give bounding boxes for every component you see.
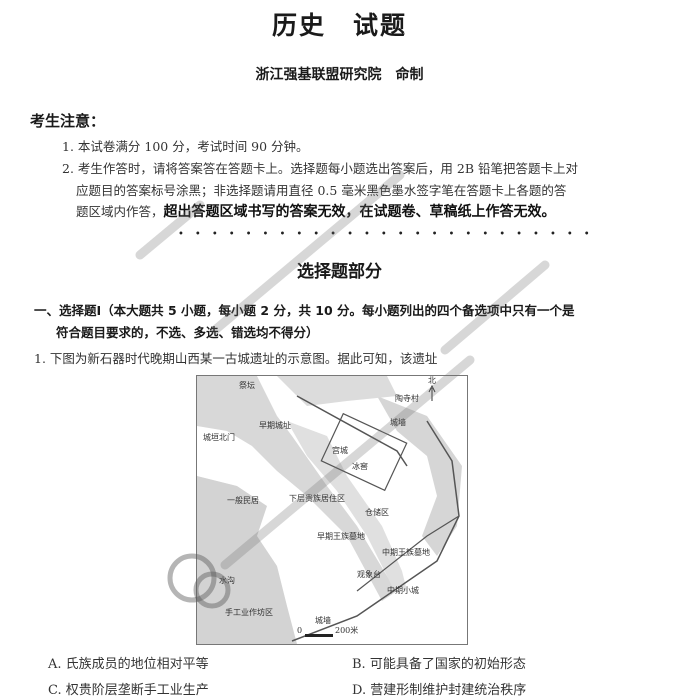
option-b: B. 可能具备了国家的初始形态 <box>352 657 526 672</box>
terrain-southwest <box>197 476 297 644</box>
notice-item-1: 1. 本试卷满分 100 分，考试时间 90 分钟。 <box>62 139 309 154</box>
notice-item-2-cont: 应题目的答案标号涂黑；非选择题请用直径 0.5 毫米黑色墨水签字笔在答题卡上各题… <box>76 183 567 198</box>
label-ice-cellar: 冰窖 <box>352 462 368 471</box>
terrain-west <box>197 376 397 601</box>
label-early-city: 早期城址 <box>259 421 291 430</box>
terrain-east <box>377 396 462 556</box>
mid-city-wall <box>356 515 460 592</box>
early-city-wall <box>296 395 408 467</box>
page-subtitle: 浙江强基联盟研究院 命制 <box>255 67 424 83</box>
notice-item-2-end: 题区域内作答，超出答题区域书写的答案无效，在试题卷、草稿纸上作答无效。 <box>76 201 556 221</box>
label-north-gate: 城垣北门 <box>203 433 235 442</box>
city-wall <box>291 420 460 642</box>
label-village: 陶寺村 <box>395 394 419 403</box>
part-instructions-2: 符合题目要求的，不选、多选、错选均不得分） <box>56 325 319 340</box>
label-altar: 祭坛 <box>239 381 255 390</box>
label-mid-tombs: 中期王族墓地 <box>382 548 430 557</box>
terrain-ravine <box>287 421 407 591</box>
label-palace: 宫城 <box>332 446 348 455</box>
notice-heading: 考生注意： <box>30 112 106 130</box>
label-wall-ne: 城墙 <box>390 418 406 427</box>
question-stem: 1. 下图为新石器时代晚期山西某一古城遗址的示意图。据此可知，该遗址 <box>34 351 438 366</box>
label-early-tombs: 早期王族墓地 <box>317 532 365 541</box>
label-wall-s: 城墙 <box>315 616 331 625</box>
label-ditch: 水沟 <box>219 576 235 585</box>
label-scale-0: 0 <box>297 626 303 635</box>
page-title: 历史 试题 <box>271 11 407 40</box>
palace-outline <box>320 412 408 492</box>
section-title: 选择题部分 <box>297 262 382 282</box>
site-map-figure: 祭坛 陶寺村 城墙 早期城址 城垣北门 宫城 冰窖 一般民居 下层贵族居住区 仓… <box>196 375 468 645</box>
notice-item-2: 2. 考生作答时，请将答案答在答题卡上。选择题每小题选出答案后，用 2B 铅笔把… <box>62 161 578 176</box>
label-workshop: 手工业作坊区 <box>225 608 273 617</box>
site-map-drawing <box>197 376 462 644</box>
option-c: C. 权贵阶层垄断手工业生产 <box>48 683 209 698</box>
emphasis-dots: ••••••••••••••••••••••••• <box>178 229 590 240</box>
scale-bar <box>305 634 333 637</box>
north-arrow-icon <box>428 384 436 401</box>
label-lower-nobles: 下层贵族居住区 <box>289 494 345 503</box>
notice-emphasis: 超出答题区域书写的答案无效，在试题卷、草稿纸上作答无效。 <box>163 204 556 220</box>
label-scale-200: 200米 <box>335 626 359 635</box>
label-commoners: 一般民居 <box>227 496 259 505</box>
option-d: D. 营建形制维护封建统治秩序 <box>352 683 527 698</box>
label-mid-city: 中期小城 <box>387 586 419 595</box>
notice-item-2-tail: 题区域内作答， <box>76 204 164 219</box>
label-observatory: 观象台 <box>357 570 381 579</box>
label-storage: 仓储区 <box>365 508 389 517</box>
part-instructions-1: 一、选择题Ⅰ（本大题共 5 小题，每小题 2 分，共 10 分。每小题列出的四个… <box>34 303 575 318</box>
terrain-north <box>277 376 397 406</box>
option-a: A. 氏族成员的地位相对平等 <box>48 657 209 672</box>
label-north: 北 <box>428 376 436 385</box>
